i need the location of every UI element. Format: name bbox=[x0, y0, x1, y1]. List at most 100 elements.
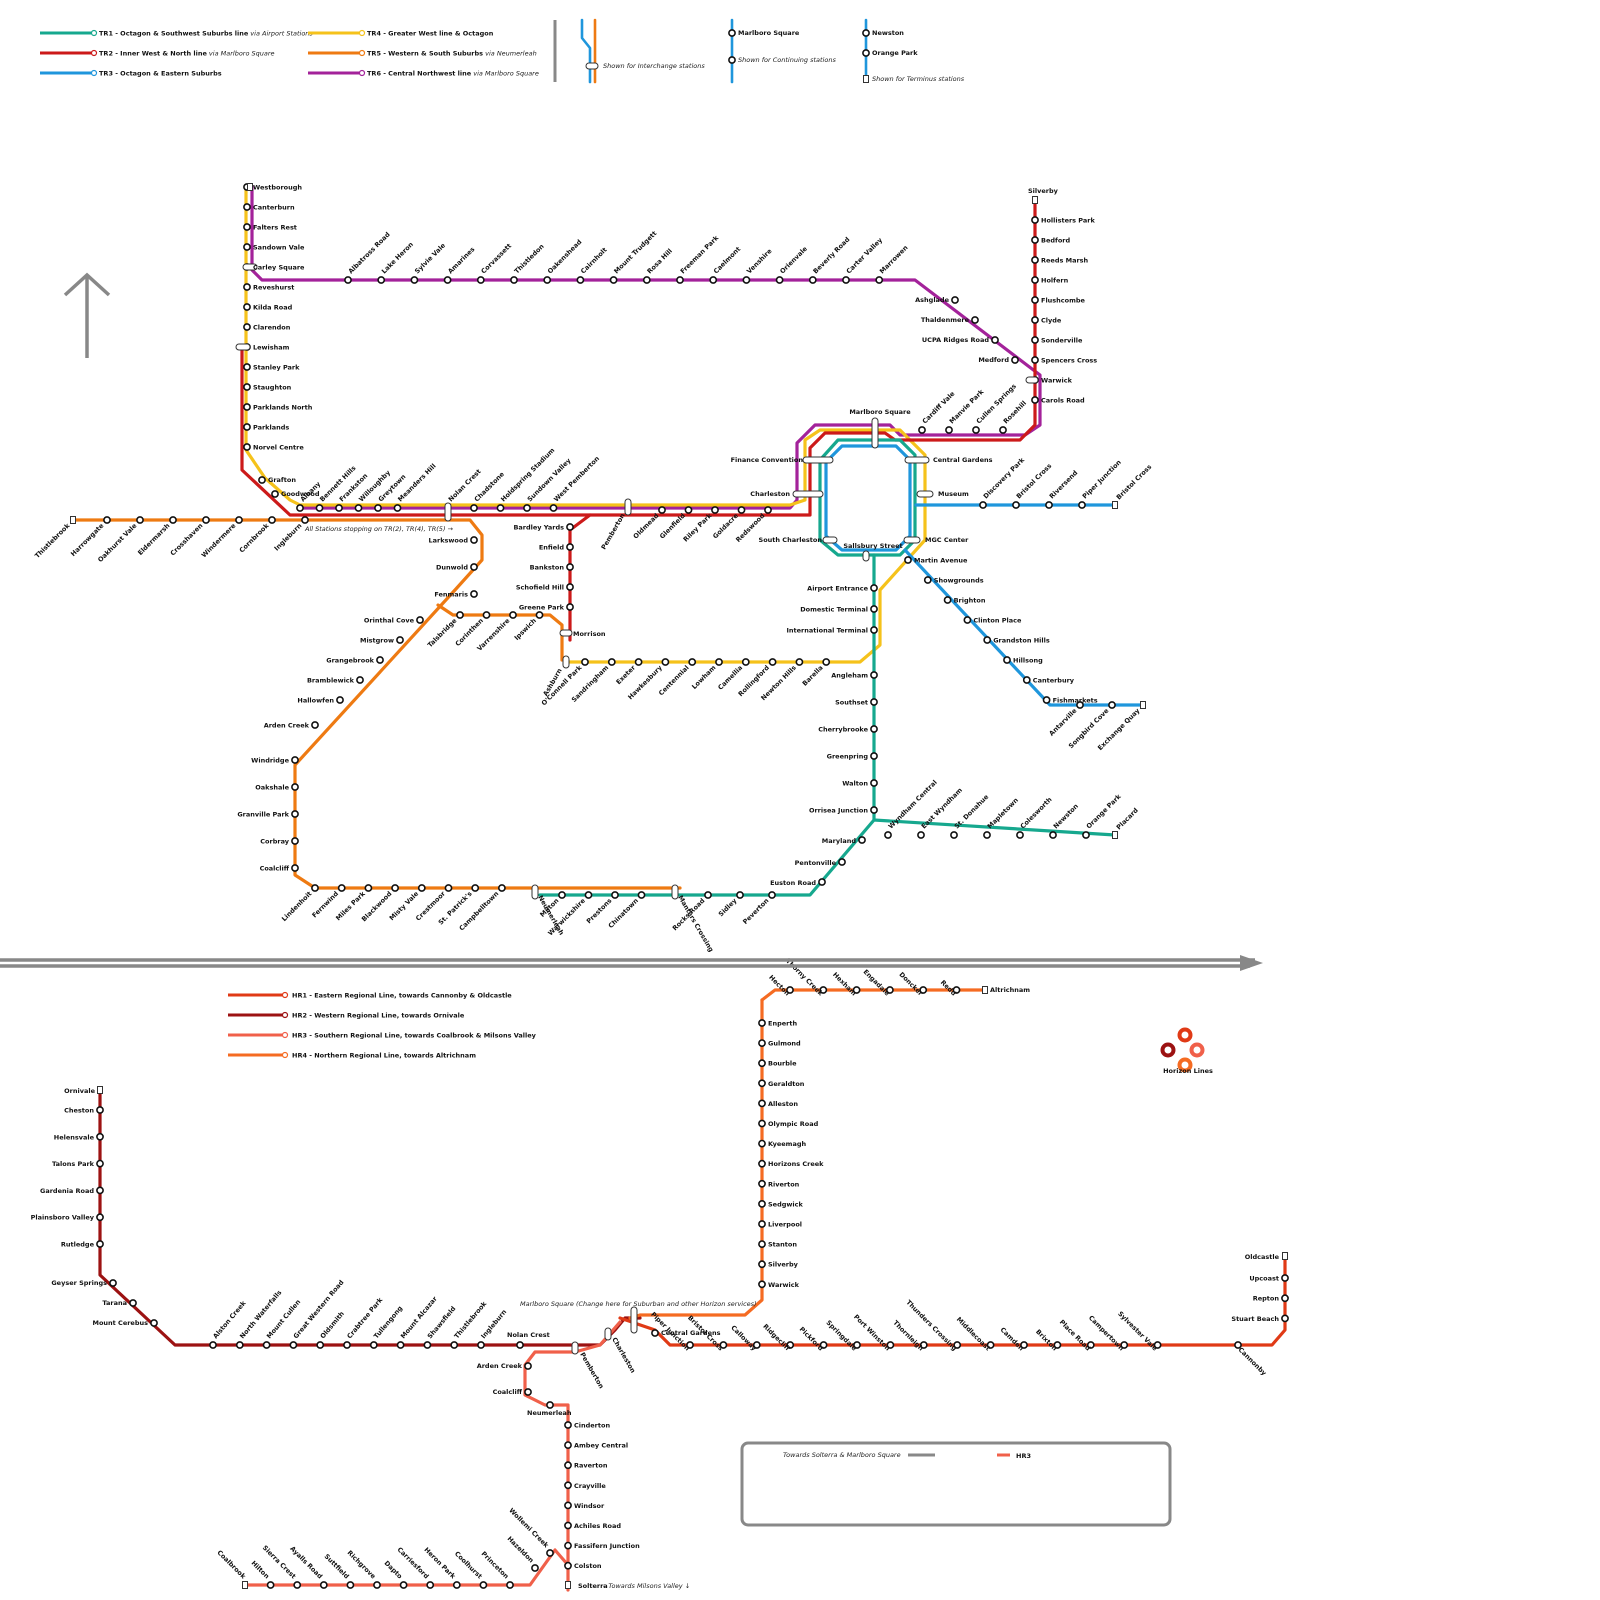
station-marker-warwickshire[interactable] bbox=[584, 891, 593, 899]
station-marker-sylvester-vale[interactable] bbox=[1153, 1341, 1162, 1349]
station-marker-greenpring[interactable] bbox=[870, 752, 878, 760]
station-marker-international-terminal[interactable] bbox=[870, 626, 878, 634]
station-marker-heron-park[interactable] bbox=[452, 1581, 461, 1589]
station-marker-thistledon[interactable] bbox=[510, 276, 518, 284]
station-marker-arden-creek[interactable] bbox=[311, 721, 319, 729]
station-marker-windridge[interactable] bbox=[291, 756, 299, 764]
station-marker-campertown[interactable] bbox=[1120, 1341, 1129, 1349]
station-marker-canterburn[interactable] bbox=[243, 203, 251, 211]
station-marker-hilton[interactable] bbox=[266, 1581, 275, 1589]
station-marker-manvie-park[interactable] bbox=[945, 426, 953, 434]
station-marker-chadstone[interactable] bbox=[470, 504, 478, 512]
station-marker-greene-park[interactable] bbox=[566, 603, 574, 611]
station-marker-clinton-place[interactable] bbox=[963, 616, 972, 624]
station-marker-hazeldon[interactable] bbox=[531, 1564, 539, 1572]
station-marker-plainsboro-valley[interactable] bbox=[96, 1213, 104, 1222]
station-marker-stanton[interactable] bbox=[758, 1240, 766, 1248]
station-marker-crayville[interactable] bbox=[564, 1481, 572, 1490]
station-marker-cullen-springs[interactable] bbox=[972, 426, 980, 434]
station-marker-legend-cont2[interactable] bbox=[728, 56, 736, 64]
terminus-marker-coalbrook[interactable] bbox=[242, 1581, 248, 1589]
interchange-marker-sallsbury-street[interactable] bbox=[862, 550, 870, 562]
station-marker-holfern[interactable] bbox=[1031, 276, 1039, 284]
station-marker-warwick[interactable] bbox=[758, 1280, 766, 1289]
station-marker-hillsong[interactable] bbox=[1003, 656, 1011, 664]
station-marker-oakshale[interactable] bbox=[291, 783, 299, 791]
station-marker-achiles-road[interactable] bbox=[564, 1521, 572, 1530]
station-marker-riversend[interactable] bbox=[1045, 501, 1053, 509]
station-marker-falters-rest[interactable] bbox=[243, 223, 251, 231]
station-marker-mount-trudgett[interactable] bbox=[609, 276, 618, 284]
station-marker-hallowfen[interactable] bbox=[336, 696, 344, 704]
station-marker-willoughby[interactable] bbox=[354, 504, 363, 512]
station-marker-west-pemberton[interactable] bbox=[549, 504, 558, 512]
station-marker-cinderton[interactable] bbox=[564, 1421, 572, 1429]
station-marker-exeter[interactable] bbox=[634, 658, 643, 666]
station-marker-sandown-vale[interactable] bbox=[243, 243, 251, 251]
station-marker-thaldenmere[interactable] bbox=[971, 316, 979, 324]
station-marker-oakenshead[interactable] bbox=[543, 276, 552, 284]
station-marker-gulmond[interactable] bbox=[758, 1039, 766, 1047]
station-marker-fassifern-junction[interactable] bbox=[564, 1541, 572, 1550]
station-marker-rollingford[interactable] bbox=[768, 658, 777, 666]
station-marker-varrenshire[interactable] bbox=[509, 611, 517, 619]
station-marker-domestic-terminal[interactable] bbox=[870, 605, 878, 613]
station-marker-granville-park[interactable] bbox=[291, 810, 299, 818]
station-marker-piper-junction[interactable] bbox=[1078, 501, 1086, 509]
station-marker-newton-hills[interactable] bbox=[795, 658, 804, 666]
station-marker-dapto[interactable] bbox=[399, 1581, 408, 1589]
station-marker-tullengong[interactable] bbox=[369, 1341, 378, 1349]
station-marker-silverby[interactable] bbox=[758, 1260, 766, 1269]
station-marker-horizons-creek[interactable] bbox=[758, 1159, 766, 1168]
station-marker-crestmoor[interactable] bbox=[444, 884, 453, 892]
interchange-marker-marlboro-square[interactable] bbox=[871, 417, 879, 449]
station-marker-riley-park[interactable] bbox=[711, 506, 719, 514]
station-marker-windsor[interactable] bbox=[564, 1501, 572, 1510]
station-marker-meanders-hill[interactable] bbox=[393, 504, 402, 512]
station-marker-enperth[interactable] bbox=[758, 1019, 766, 1027]
interchange-marker-morrison[interactable] bbox=[559, 629, 573, 637]
interchange-marker-neumerleah[interactable] bbox=[531, 884, 539, 900]
station-marker-stuart-beach[interactable] bbox=[1281, 1314, 1289, 1323]
station-marker-port-winston[interactable] bbox=[886, 1341, 895, 1349]
station-marker-lake-heron[interactable] bbox=[377, 276, 386, 284]
station-marker-o-connell-park[interactable] bbox=[581, 658, 589, 666]
station-marker-rocks-road[interactable] bbox=[704, 891, 712, 899]
station-marker-bankston[interactable] bbox=[566, 563, 574, 571]
station-marker-goodwood[interactable] bbox=[271, 490, 279, 498]
station-marker-legend-cont[interactable] bbox=[728, 29, 736, 37]
station-marker-bristol-cross[interactable] bbox=[1012, 501, 1020, 509]
station-marker-cornbrook[interactable] bbox=[268, 516, 276, 524]
station-marker-raverton[interactable] bbox=[564, 1461, 572, 1470]
station-marker-fernwind[interactable] bbox=[337, 884, 346, 892]
station-marker-dunwold[interactable] bbox=[470, 563, 478, 571]
terminus-marker-altrichnam[interactable] bbox=[982, 986, 988, 994]
interchange-marker-carley-square[interactable] bbox=[242, 263, 258, 271]
interchange-marker-central-gardens[interactable] bbox=[904, 456, 930, 464]
station-marker-angleham[interactable] bbox=[870, 671, 878, 679]
station-marker-crabtree-park[interactable] bbox=[343, 1341, 351, 1349]
station-marker-geraldton[interactable] bbox=[758, 1079, 766, 1088]
station-marker-sonderville[interactable] bbox=[1031, 336, 1039, 344]
station-marker-thunders-crossing[interactable] bbox=[953, 1341, 962, 1349]
station-marker-north-waterfalls[interactable] bbox=[235, 1341, 244, 1349]
station-marker-bennett-hills[interactable] bbox=[315, 504, 324, 512]
station-marker-harrowgate[interactable] bbox=[103, 516, 111, 524]
station-marker-middlecoast[interactable] bbox=[986, 1341, 995, 1349]
station-marker-orrisea-junction[interactable] bbox=[870, 806, 878, 814]
station-marker-grafton[interactable] bbox=[258, 476, 266, 484]
station-marker-corvassett[interactable] bbox=[476, 276, 485, 284]
station-marker-blackwood[interactable] bbox=[391, 884, 399, 892]
station-marker-st-patrick-s[interactable] bbox=[471, 884, 480, 892]
station-marker-antarville[interactable] bbox=[1076, 701, 1084, 709]
station-marker-great-western-road[interactable] bbox=[289, 1341, 298, 1349]
station-marker-colesworth[interactable] bbox=[1016, 831, 1024, 839]
terminus-marker-exchange-quay[interactable] bbox=[1140, 701, 1146, 709]
station-marker-legend-term2[interactable] bbox=[862, 49, 870, 57]
station-marker-corinthen[interactable] bbox=[482, 611, 491, 619]
station-marker-wyndham-central[interactable] bbox=[884, 831, 892, 839]
terminus-marker-bristol-cross-east[interactable] bbox=[1112, 501, 1118, 509]
station-marker-ayalls-road[interactable] bbox=[319, 1581, 328, 1589]
station-marker-walton[interactable] bbox=[870, 779, 878, 787]
station-marker-coolhurst[interactable] bbox=[479, 1581, 488, 1589]
